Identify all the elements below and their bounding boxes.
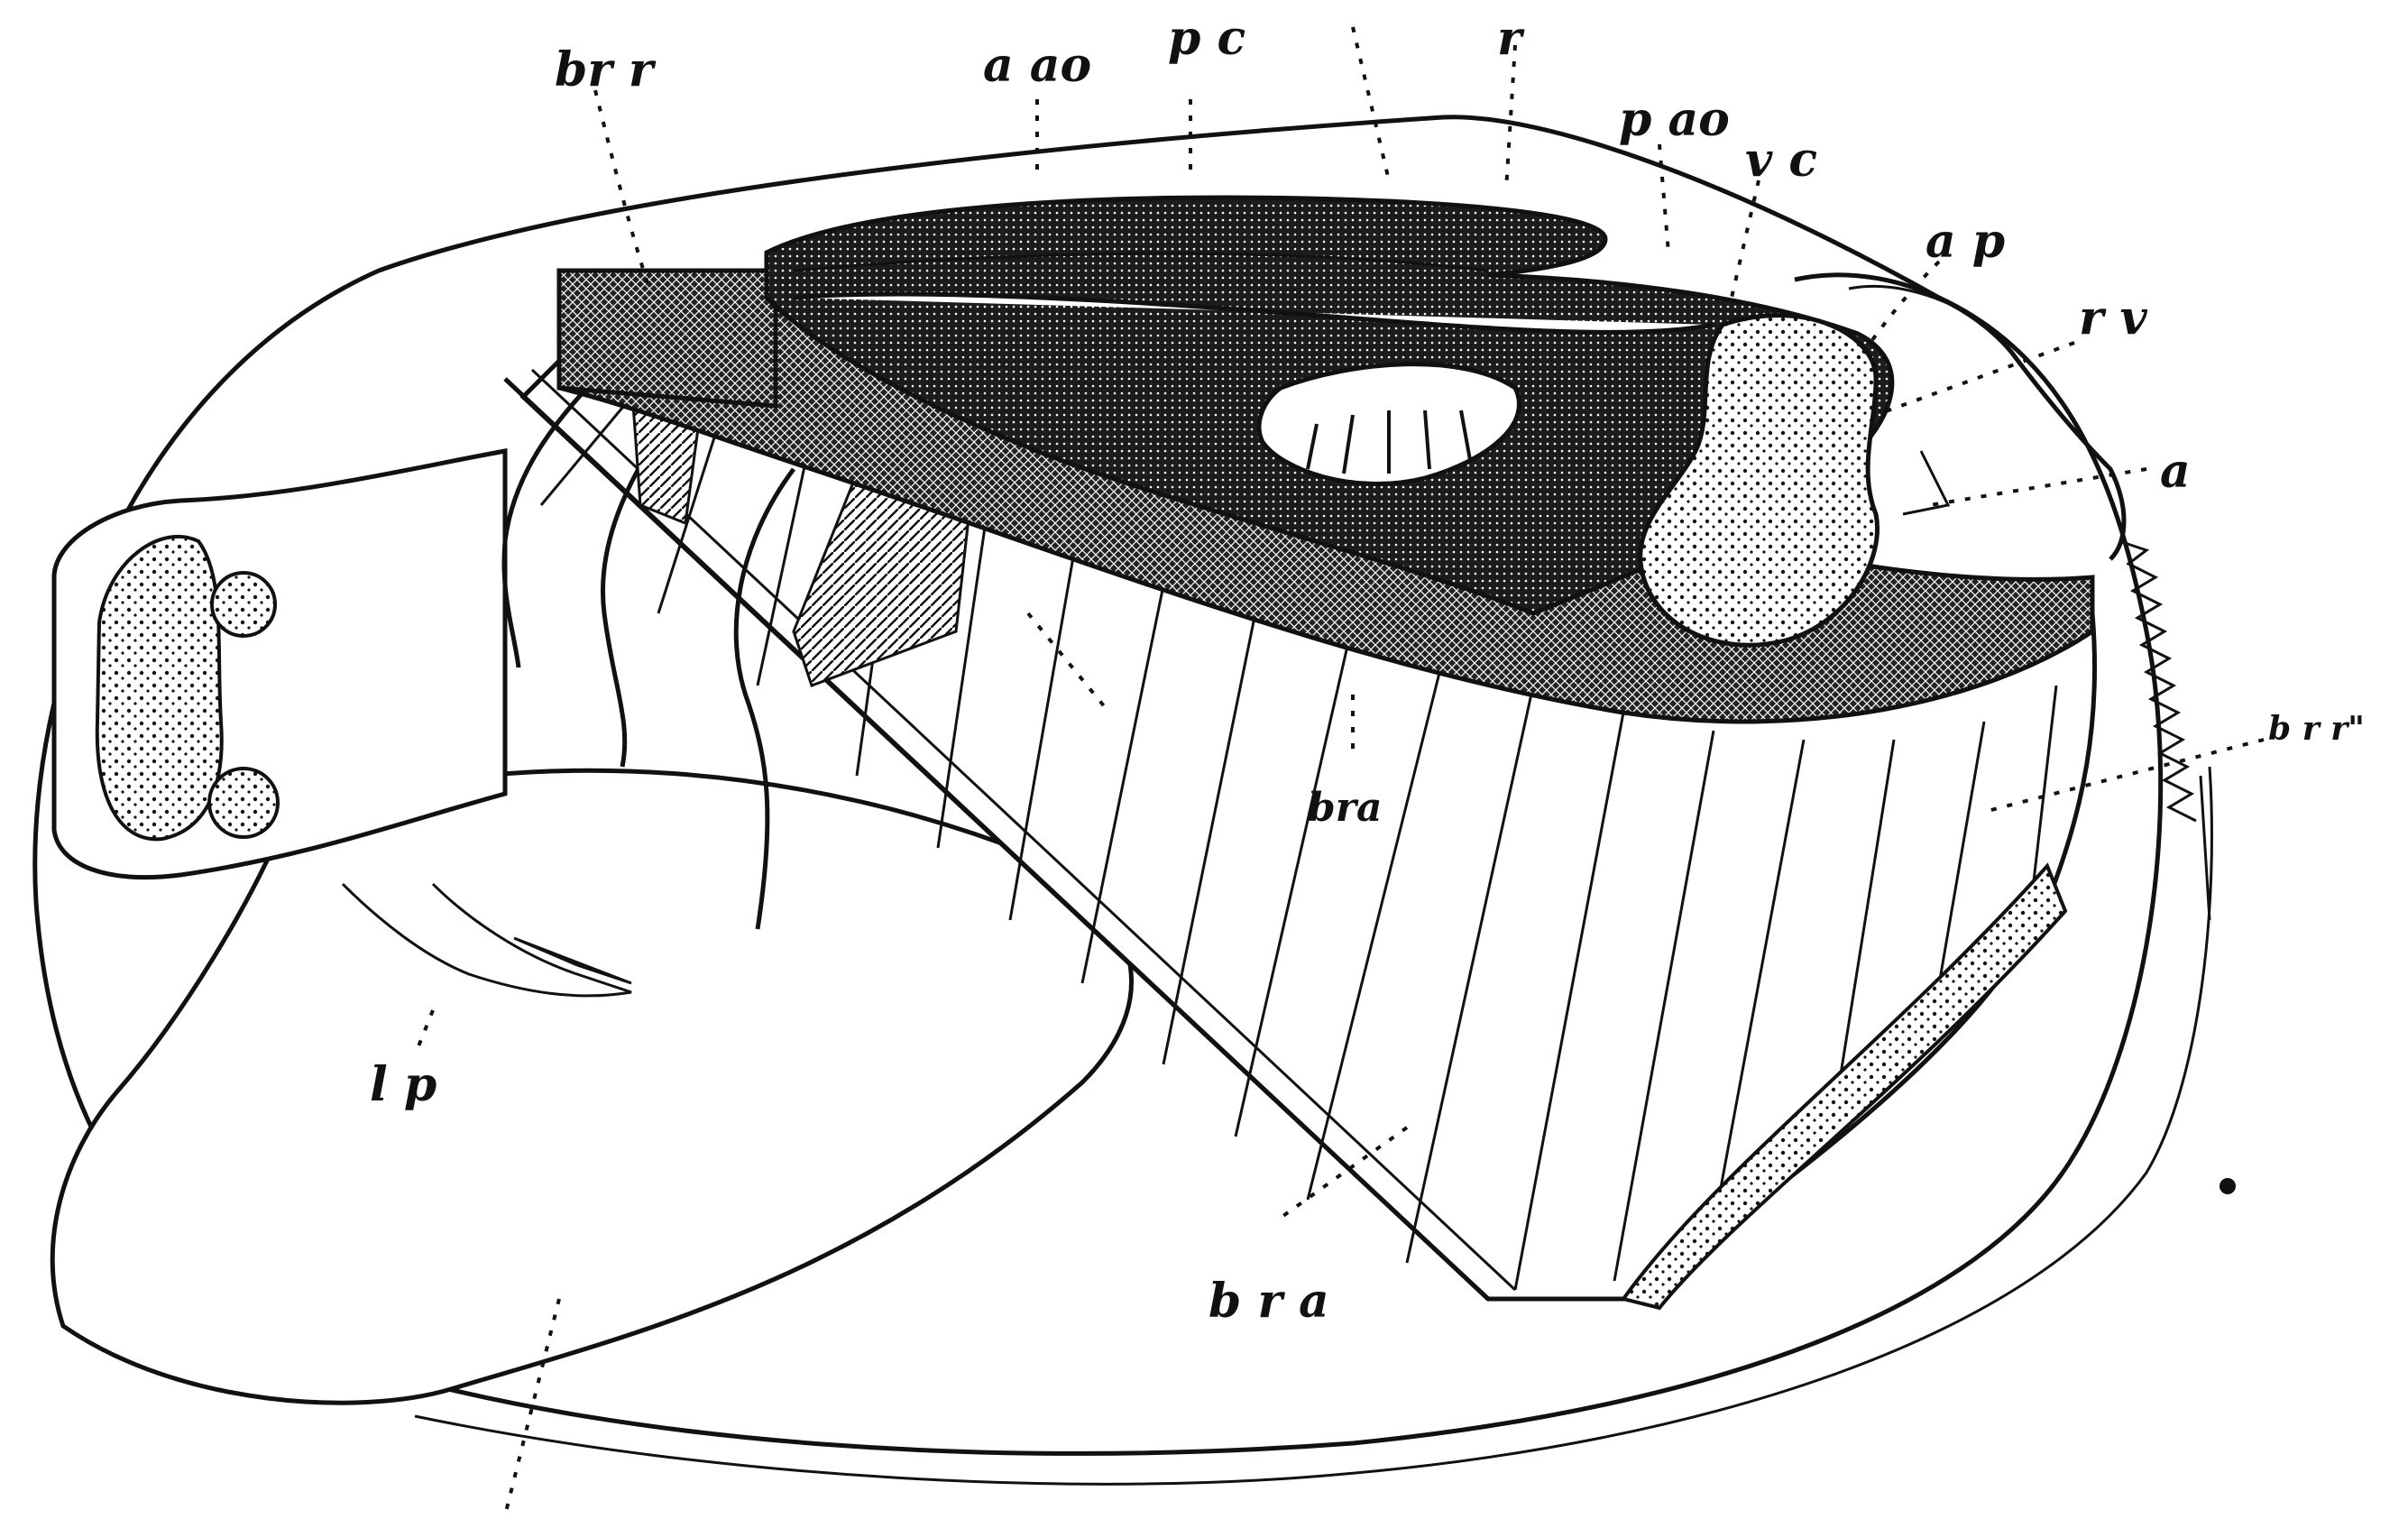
label-pc: p c (1168, 11, 1245, 66)
label-aao: a ao (983, 38, 1091, 93)
label-bra-bottom: b r a (1209, 1274, 1329, 1329)
label-pao: p ao (1619, 92, 1730, 147)
label-r: r (1497, 11, 1525, 66)
label-lp: l p (370, 1057, 437, 1112)
label-rv: r v (2079, 290, 2148, 345)
label-bra-mid: bra (1308, 785, 1382, 831)
ink-dot (2220, 1178, 2236, 1194)
label-a: a (2160, 444, 2191, 499)
label-ap: a p (1925, 214, 2005, 269)
label-brr-top: br r (555, 42, 657, 97)
label-vc: v c (1745, 133, 1817, 188)
label-brr-right: b r r" (2268, 710, 2365, 748)
